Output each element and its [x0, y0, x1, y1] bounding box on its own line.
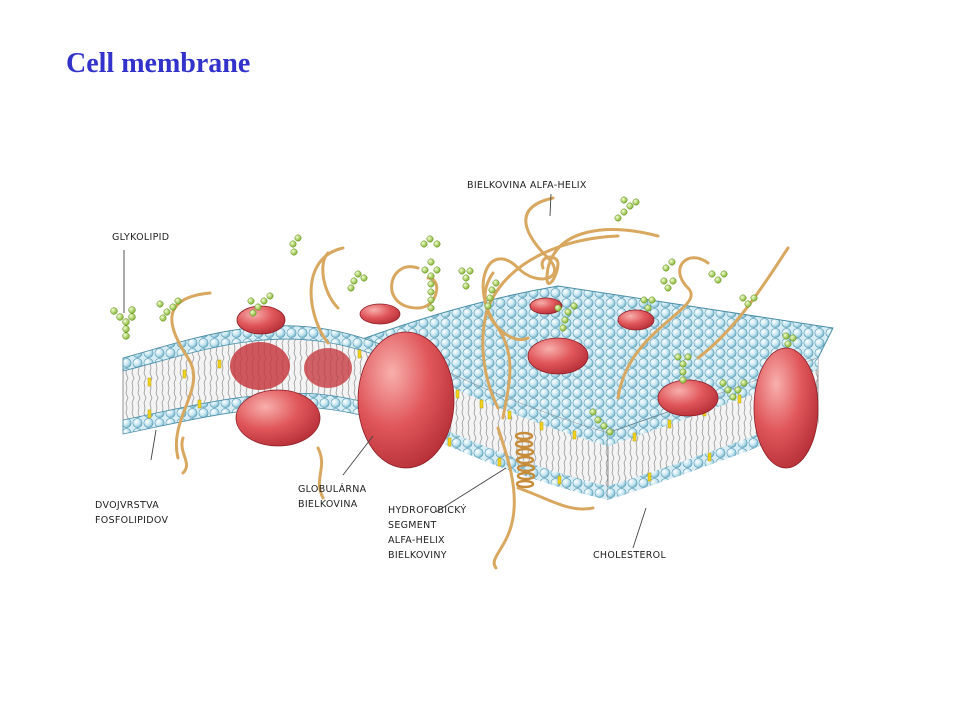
label-globular-line1: GLOBULÁRNA [298, 483, 367, 495]
label-bilayer-line1: DVOJVRSTVA [95, 500, 159, 511]
label-hydrophobic-line1: HYDROFOBICKÝ [388, 504, 467, 516]
leader-lines [123, 193, 647, 549]
membrane-illustration: BIELKOVINA ALFA-HELIX GLYKOLIPID DVOJVRS… [95, 180, 834, 570]
label-glycolipid: GLYKOLIPID [112, 232, 169, 243]
label-hydrophobic-line4: BIELKOVINY [388, 550, 447, 561]
cell-membrane-diagram: BIELKOVINA ALFA-HELIX GLYKOLIPID DVOJVRS… [88, 168, 864, 580]
page-title: Cell membrane [66, 48, 251, 79]
label-hydrophobic-line2: SEGMENT [388, 520, 437, 531]
hydrophobic-helix-coil [514, 431, 536, 489]
label-cholesterol: CHOLESTEROL [593, 550, 666, 561]
label-bilayer-line2: FOSFOLIPIDOV [95, 515, 168, 526]
globular-proteins [235, 297, 819, 469]
left-bilayer [122, 325, 419, 435]
glycan-chains [110, 196, 797, 436]
label-alpha-helix-protein: BIELKOVINA ALFA-HELIX [467, 180, 587, 191]
label-hydrophobic-line3: ALFA-HELIX [388, 535, 445, 546]
label-globular-line2: BIELKOVINA [298, 499, 358, 510]
labels: BIELKOVINA ALFA-HELIX GLYKOLIPID DVOJVRS… [95, 180, 666, 561]
